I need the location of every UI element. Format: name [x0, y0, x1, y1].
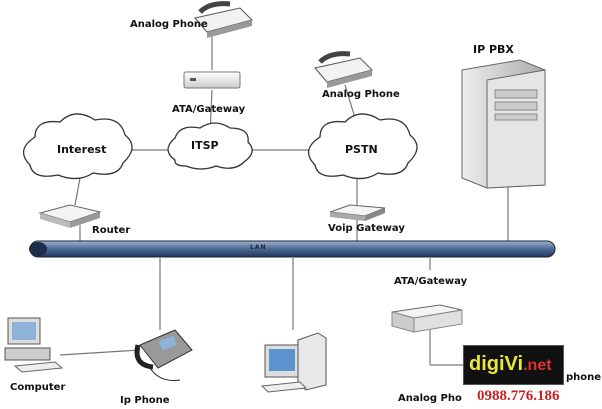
ip-pbx-server-icon: [461, 59, 546, 189]
label-ip-phone: Ip Phone: [120, 395, 170, 406]
ata-gateway-icon-top: [183, 71, 241, 89]
cloud-itsp-icon: [167, 122, 253, 170]
analog-phone-icon-mid: [314, 51, 373, 88]
label-analog-phone-bottom: Analog Pho: [398, 393, 462, 404]
label-analog-phone-mid: Analog Phone: [322, 89, 400, 100]
connection-lines: [59, 35, 509, 366]
label-ata-gateway-bottom: ATA/Gateway: [394, 276, 468, 287]
router-icon: [38, 204, 102, 228]
lan-bus: [29, 240, 556, 258]
workstation-icon: [260, 332, 327, 393]
analog-phone-icon-top: [194, 1, 253, 38]
label-ip-pbx: IP PBX: [473, 43, 514, 56]
voip-gateway-icon: [329, 204, 386, 221]
digivi-logo: digiVi.net: [463, 345, 564, 385]
cloud-interest-icon: [23, 113, 133, 180]
label-computer: Computer: [10, 382, 66, 393]
watermark-phone-number: 0988.776.186: [477, 388, 560, 404]
label-analog-phone-top: Analog Phone: [130, 19, 208, 30]
cloud-pstn-icon: [308, 113, 418, 180]
label-analog-phone-bottom-right: phone: [566, 372, 602, 383]
label-itsp: ITSP: [191, 139, 219, 152]
ata-gateway-icon-bottom: [391, 304, 463, 333]
label-router: Router: [92, 225, 131, 236]
computer-icon: [4, 317, 64, 373]
label-voip-gateway: Voip Gateway: [328, 223, 405, 234]
ip-phone-icon: [134, 329, 193, 381]
logo-wordmark: digiVi.net: [469, 353, 552, 375]
label-interest: Interest: [57, 143, 107, 156]
label-ata-gateway-top: ATA/Gateway: [172, 104, 246, 115]
label-pstn: PSTN: [345, 143, 378, 156]
label-lan: LAN: [250, 244, 267, 251]
